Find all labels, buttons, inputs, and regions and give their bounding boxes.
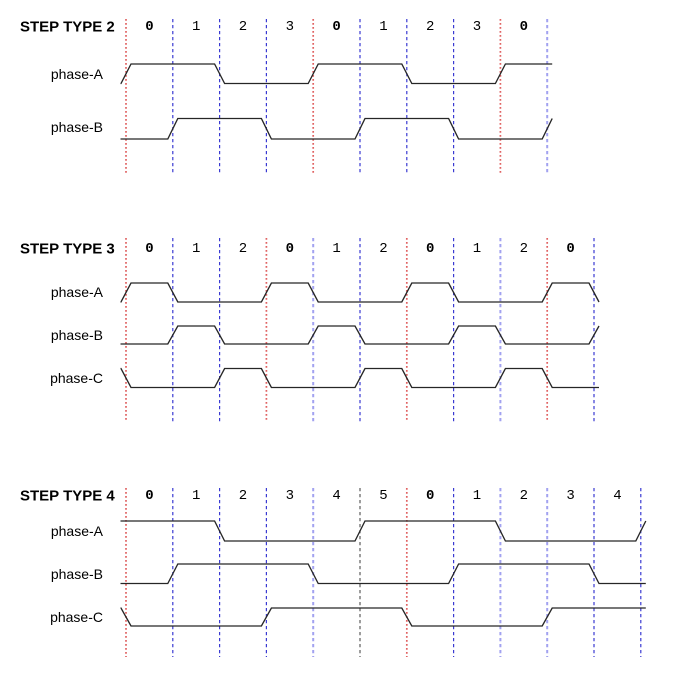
step-number: 0 — [286, 241, 294, 257]
step-number: 3 — [566, 488, 574, 504]
step-number: 1 — [473, 488, 481, 504]
step-number: 2 — [239, 488, 247, 504]
waveform-phase-B — [120, 117, 553, 140]
step-number: 1 — [379, 19, 387, 35]
phase-label: phase-A — [50, 66, 103, 82]
phase-label: phase-A — [50, 523, 103, 539]
waveform-phase-A — [120, 520, 647, 542]
phase-label: phase-C — [50, 370, 103, 386]
step-number: 4 — [332, 488, 340, 504]
section-group-3: 0 1 2 3 4 5 0 1 2 3 4 — [120, 488, 647, 657]
step-number: 0 — [332, 19, 340, 35]
step-number: 1 — [473, 241, 481, 257]
phase-label: phase-B — [50, 566, 103, 582]
step-number: 2 — [379, 241, 387, 257]
step-number: 3 — [286, 19, 294, 35]
phase-label: phase-B — [50, 327, 103, 343]
step-number: 1 — [192, 488, 200, 504]
step-number: 2 — [239, 241, 247, 257]
waveform-phase-C — [120, 607, 646, 627]
section-title-step-type-2: STEP TYPE 2 — [20, 18, 115, 36]
waveform-phase-C — [120, 367, 599, 389]
step-number: 5 — [379, 488, 387, 504]
step-number: 0 — [566, 241, 574, 257]
step-number: 0 — [145, 241, 153, 257]
step-number: 0 — [426, 488, 434, 504]
waveform-phase-B — [120, 563, 646, 585]
step-number: 2 — [239, 19, 247, 35]
step-number: 2 — [520, 241, 528, 257]
waveform-phase-A — [120, 63, 553, 85]
phase-label: phase-C — [50, 609, 103, 625]
step-number: 0 — [145, 488, 153, 504]
step-number: 0 — [145, 19, 153, 35]
section-group-1: 0 1 2 3 0 1 2 3 0 — [120, 19, 553, 173]
step-number: 3 — [286, 488, 294, 504]
section-title-step-type-3: STEP TYPE 3 — [20, 240, 115, 258]
step-number: 2 — [426, 19, 434, 35]
step-number: 3 — [473, 19, 481, 35]
step-number: 1 — [192, 19, 200, 35]
waveform-phase-A — [120, 282, 600, 303]
section-title-step-type-4: STEP TYPE 4 — [20, 487, 115, 505]
step-number: 2 — [520, 488, 528, 504]
step-number: 0 — [520, 19, 528, 35]
step-number: 0 — [426, 241, 434, 257]
step-number: 1 — [332, 241, 340, 257]
phase-label: phase-A — [50, 284, 103, 300]
step-number: 1 — [192, 241, 200, 257]
section-group-2: 0 1 2 0 1 2 0 1 2 0 — [120, 238, 600, 422]
waveform-phase-B — [120, 325, 600, 345]
step-number: 4 — [613, 488, 621, 504]
phase-label: phase-B — [50, 119, 103, 135]
